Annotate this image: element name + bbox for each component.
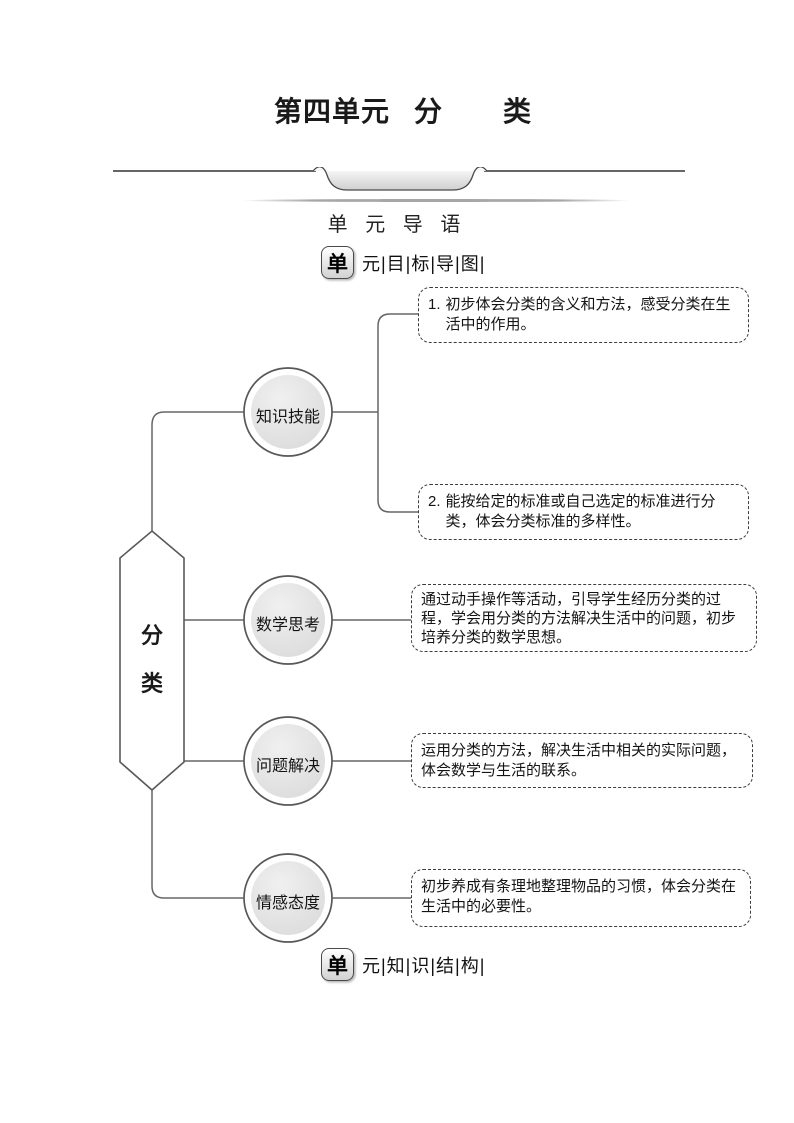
goal-text: 运用分类的方法，解决生活中相关的实际问题，体会数学与生活的联系。 <box>421 743 737 779</box>
section-header-label: 元|目|标|导|图| <box>362 253 486 274</box>
goal-text: 能按给定的标准或自己选定的标准进行分类，体会分类标准的多样性。 <box>445 494 716 530</box>
goal-number: 1. <box>428 296 441 313</box>
root-hexagon <box>119 529 185 792</box>
branch-circles <box>243 367 333 943</box>
goal-text: 初步养成有条理地整理物品的习惯，体会分类在生活中的必要性。 <box>421 879 737 915</box>
branch-problem-solving: 问题解决 <box>255 758 320 775</box>
goal-text: 通过动手操作等活动，引导学生经历分类的过程，学会用分类的方法解决生活中的问题，初… <box>421 592 737 646</box>
branch-emotional-attitude: 情感态度 <box>255 895 320 912</box>
goal-box-1: 1. 初步体会分类的含义和方法，感受分类在生活中的作用。 <box>418 287 749 343</box>
connector-lines <box>151 313 418 899</box>
page-title-part1: 第四单元 <box>274 96 391 127</box>
section-header-unit-knowledge-structure: 单 元|知|识|结|构| <box>321 948 485 981</box>
unit-intro-heading: 单 元 导 语 <box>327 214 467 236</box>
unit-badge: 单 <box>321 948 354 981</box>
page-title-part2: 分 <box>414 96 444 127</box>
branch-knowledge-skills: 知识技能 <box>255 409 320 426</box>
page-title-part3: 类 <box>503 96 533 127</box>
tray-shape <box>312 167 488 191</box>
unit-badge: 单 <box>321 246 354 279</box>
goal-box-4: 运用分类的方法，解决生活中相关的实际问题，体会数学与生活的联系。 <box>411 733 753 788</box>
root-char-2: 类 <box>140 671 163 696</box>
section-header-label: 元|知|识|结|构| <box>362 955 486 976</box>
goal-box-5: 初步养成有条理地整理物品的习惯，体会分类在生活中的必要性。 <box>411 869 751 927</box>
goal-box-2: 2. 能按给定的标准或自己选定的标准进行分类，体会分类标准的多样性。 <box>418 484 749 540</box>
page-title: 第四单元分 类 <box>274 90 532 130</box>
section-divider <box>113 167 685 191</box>
section-header-unit-goal-map: 单 元|目|标|导|图| <box>321 246 485 279</box>
divider-shadow <box>240 199 632 202</box>
goal-box-3: 通过动手操作等活动，引导学生经历分类的过程，学会用分类的方法解决生活中的问题，初… <box>411 584 757 652</box>
goal-text: 初步体会分类的含义和方法，感受分类在生活中的作用。 <box>445 297 731 333</box>
root-char-1: 分 <box>140 623 163 648</box>
goal-number: 2. <box>428 493 441 510</box>
root-node-label: 分 类 <box>120 621 184 699</box>
branch-math-thinking: 数学思考 <box>255 617 320 634</box>
